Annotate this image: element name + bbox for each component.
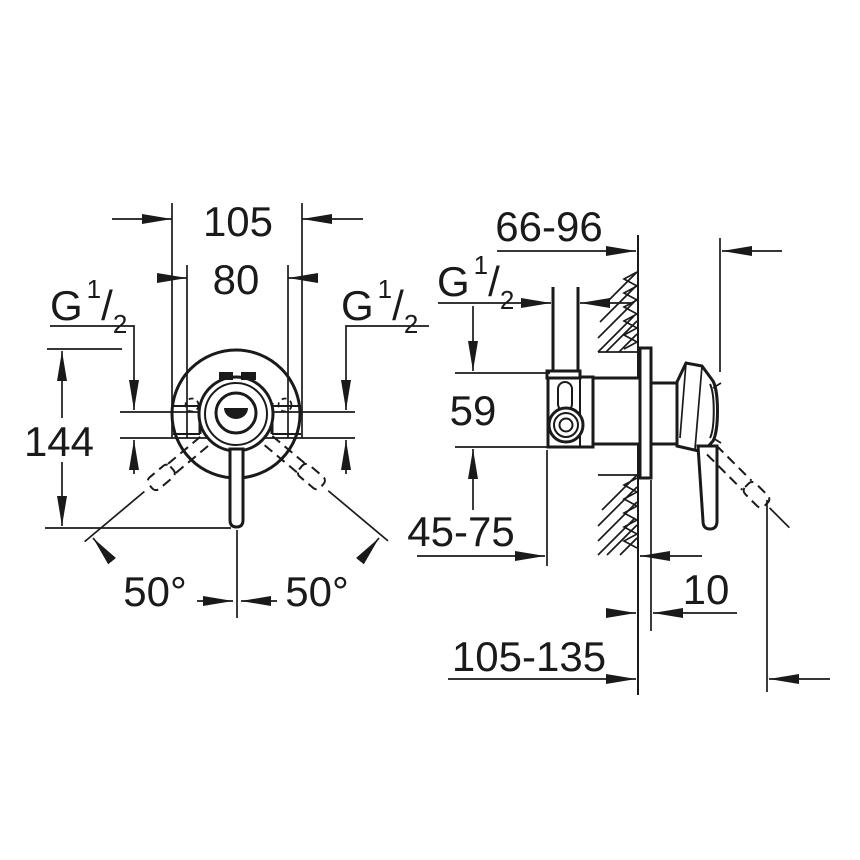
dim-label-angle-right: 50° bbox=[285, 568, 349, 615]
dim-connection-to-wall: 45-75 bbox=[407, 508, 702, 561]
handle-knob-side bbox=[675, 361, 722, 454]
dim-label-144: 144 bbox=[24, 418, 94, 465]
dim-width-outer: 105 bbox=[112, 198, 363, 245]
dim-wall-to-handle: 66-96 bbox=[495, 203, 782, 256]
wall-hatch-lower bbox=[597, 474, 639, 556]
handle-hub bbox=[197, 372, 275, 453]
dim-angle-right: 50° bbox=[241, 537, 380, 615]
side-outlet-port bbox=[547, 406, 585, 444]
dim-label-45-75: 45-75 bbox=[407, 508, 514, 555]
hub-center-mark bbox=[224, 408, 248, 419]
dim-label-angle-left: 50° bbox=[123, 568, 187, 615]
dim-label-66-96: 66-96 bbox=[495, 203, 602, 250]
cartridge-housing bbox=[591, 376, 642, 446]
lever-position-right-dashed bbox=[263, 435, 389, 542]
handle-lever bbox=[228, 447, 245, 529]
wall-hatch-upper bbox=[597, 271, 639, 353]
escutcheon-plate-side bbox=[638, 346, 653, 480]
dim-height: 144 bbox=[24, 348, 231, 529]
dim-body-height: 59 bbox=[450, 306, 550, 510]
dim-angle-left: 50° bbox=[92, 537, 233, 615]
dim-label-10: 10 bbox=[683, 566, 730, 613]
lever-position-left-dashed bbox=[84, 436, 209, 543]
side-view: 66-96 G1/2 59 45-75 10 bbox=[407, 203, 830, 695]
dim-width-inner: 80 bbox=[157, 256, 318, 303]
dim-wall-to-lever-tip: 105-135 bbox=[448, 633, 830, 684]
dim-label-105-135: 105-135 bbox=[452, 633, 606, 680]
width-extension-lines bbox=[171, 203, 303, 438]
dim-label-80: 80 bbox=[213, 256, 260, 303]
valve-body bbox=[545, 287, 679, 480]
lever-position-out-dashed bbox=[706, 444, 790, 529]
side-extension-lines bbox=[546, 238, 768, 692]
dim-plate-offset: 10 bbox=[606, 566, 737, 618]
dim-label-59: 59 bbox=[450, 387, 497, 434]
cartridge-sleeve bbox=[649, 381, 679, 446]
hub-tab-right bbox=[241, 372, 256, 380]
inlet-pipe-top bbox=[551, 287, 580, 371]
dim-label-105: 105 bbox=[203, 198, 273, 245]
hub-tab-left bbox=[219, 372, 233, 380]
handle-lever-side bbox=[696, 444, 719, 531]
inlet-flange bbox=[545, 369, 582, 380]
wall-section bbox=[597, 235, 639, 695]
